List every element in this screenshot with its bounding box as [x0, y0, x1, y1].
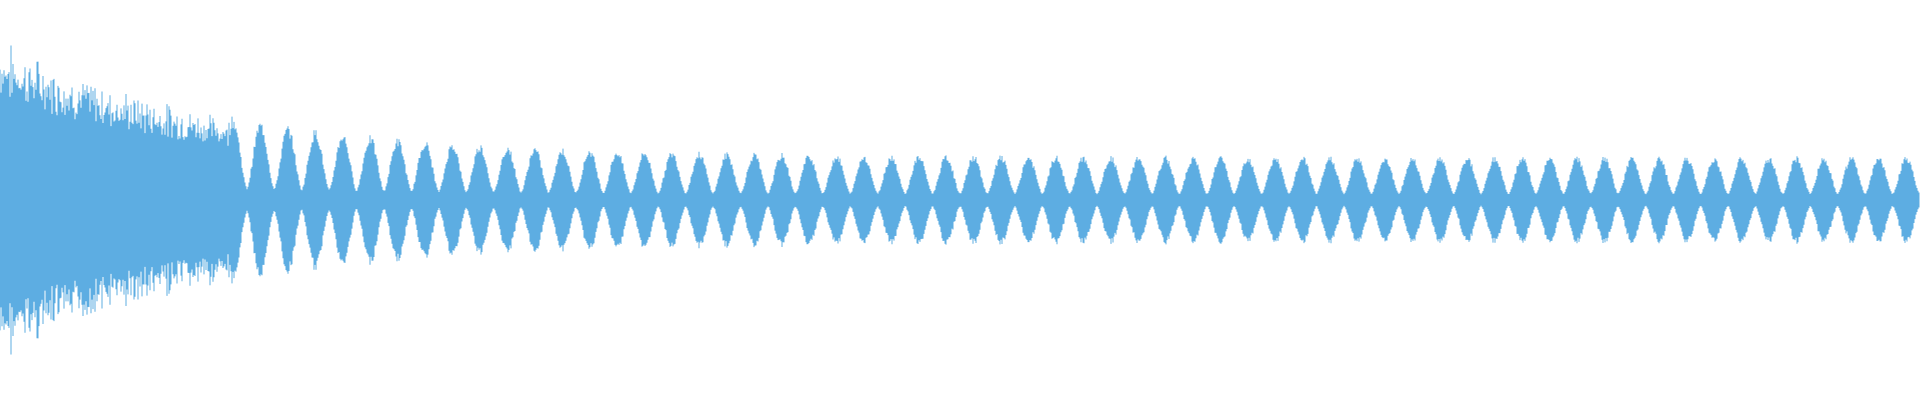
waveform-trace	[0, 45, 1920, 355]
